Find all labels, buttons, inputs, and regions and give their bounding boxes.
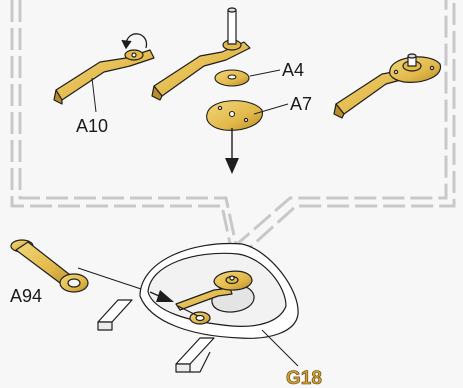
label-a4: A4: [282, 60, 304, 80]
insert-arrow-icon: [149, 290, 174, 302]
part-assembled-lever: [333, 53, 442, 119]
label-a10: A10: [76, 116, 108, 136]
label-a7: A7: [290, 94, 312, 114]
curved-arrow-icon: [121, 33, 148, 50]
part-a10-lever: [53, 49, 155, 105]
part-a7-plate: [206, 100, 263, 131]
leader-a4: [249, 69, 281, 77]
leader-a7: [253, 103, 289, 115]
part-a94-lever: [10, 239, 89, 293]
leader-a94: [77, 267, 151, 293]
label-a94: A94: [10, 286, 42, 306]
leader-a10: [91, 77, 97, 113]
part-a4-washer: [214, 69, 250, 87]
label-g18: G18: [286, 368, 322, 388]
down-arrow-icon: [225, 128, 239, 174]
leader-g18: [261, 329, 299, 367]
part-pin-lever: [151, 7, 251, 101]
part-g18-base: [97, 242, 299, 373]
